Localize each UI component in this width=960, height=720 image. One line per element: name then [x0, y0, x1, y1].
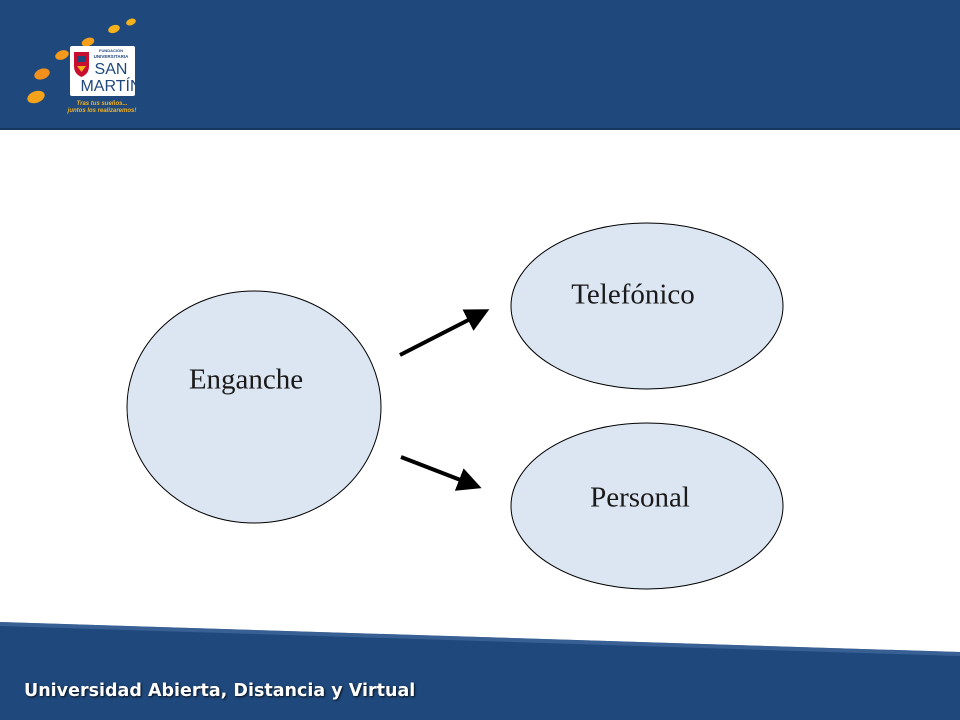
logo-tagline1: Tras tus sueños... — [77, 101, 128, 107]
logo-text-line2: UNIVERSITARIA — [94, 54, 129, 59]
arrow-to-personal — [400, 455, 482, 491]
node-enganche-label: Enganche — [188, 363, 304, 396]
logo-text-line1: FUNDACIÓN — [99, 48, 123, 53]
logo-text-line4: MARTÍN — [80, 76, 141, 95]
node-telefonico-shape — [510, 222, 784, 390]
university-logo: FUNDACIÓN UNIVERSITARIA SAN MARTÍN Tras … — [27, 18, 142, 114]
arrow-to-telefonico — [399, 309, 490, 357]
node-personal-shape — [510, 422, 784, 590]
logo-text-line3: SAN — [95, 61, 128, 78]
header-bar: FUNDACIÓN UNIVERSITARIA SAN MARTÍN Tras … — [0, 0, 960, 130]
node-enganche-shape — [126, 290, 382, 524]
footer-title: Universidad Abierta, Distancia y Virtual — [24, 681, 416, 701]
diagram-area — [0, 128, 960, 628]
logo-tagline2: juntos los realizaremos! — [67, 108, 137, 114]
node-telefonico-label: Telefónico — [571, 278, 695, 311]
footer-band — [0, 622, 960, 720]
node-personal-label: Personal — [590, 481, 690, 514]
